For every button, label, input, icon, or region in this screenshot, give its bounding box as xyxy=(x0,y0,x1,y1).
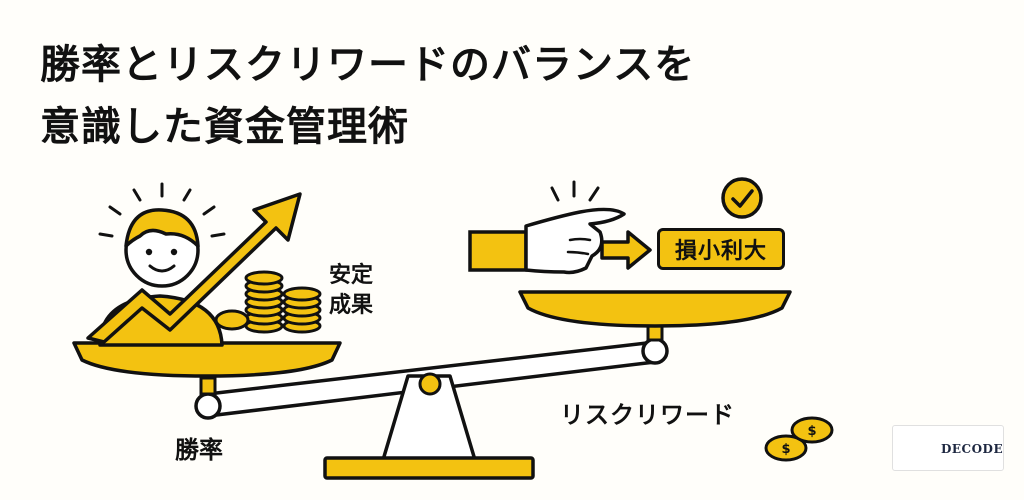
stable-results-line-1: 安定 xyxy=(329,263,374,288)
decode-logo: DECODE xyxy=(892,425,1004,471)
decode-logo-text: DECODE xyxy=(941,442,1004,456)
headline-line-1: 勝率とリスクリワードのバランスを xyxy=(40,42,696,88)
right-pan xyxy=(518,290,792,342)
small-loss-big-gain-tag: 損小利大 xyxy=(657,228,785,270)
stable-results-label: 安定 成果 xyxy=(329,261,399,321)
svg-text:$: $ xyxy=(781,442,790,457)
left-pan xyxy=(72,341,342,396)
win-rate-label: 勝率 xyxy=(175,436,223,464)
risk-reward-label: リスクリワード xyxy=(560,401,735,429)
balance-scale xyxy=(194,337,669,480)
right-arrow-icon xyxy=(600,230,652,270)
pointing-hand-icon xyxy=(468,180,626,275)
dollar-coins-icon: $ $ xyxy=(764,416,834,462)
svg-text:$: $ xyxy=(807,424,816,439)
stable-results-line-2: 成果 xyxy=(329,293,374,318)
headline: 勝率とリスクリワードのバランスを 意識した資金管理術 xyxy=(40,34,695,158)
motion-lines-icon xyxy=(550,180,600,202)
sparkle-lines-icon xyxy=(98,182,226,238)
headline-line-2: 意識した資金管理術 xyxy=(40,104,409,150)
rising-arrow-icon xyxy=(86,192,302,344)
check-circle-icon xyxy=(721,177,763,219)
coin-stacks-icon xyxy=(214,270,322,334)
